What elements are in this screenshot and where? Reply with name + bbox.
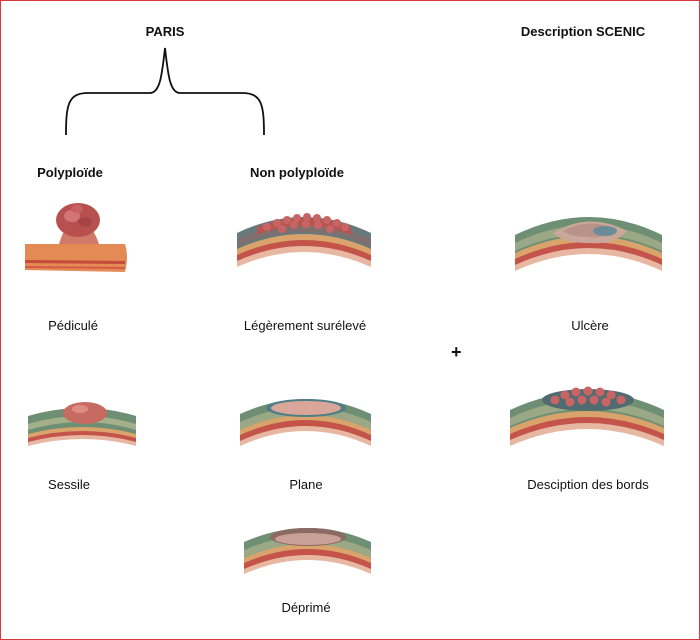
plane-illustration: [240, 399, 371, 446]
non-polyploid-heading: Non polyploïde: [250, 165, 344, 180]
deprime-illustration: [244, 528, 371, 574]
plane-label: Plane: [289, 477, 323, 492]
paris-title: PARIS: [145, 24, 185, 39]
bords-label: Desciption des bords: [527, 477, 649, 492]
bords-illustration: [510, 386, 664, 446]
polyploid-heading: Polyploïde: [37, 165, 103, 180]
pedicule-label: Pédiculé: [48, 318, 98, 333]
pedicule-illustration: [25, 203, 127, 272]
ulcere-illustration: [515, 217, 662, 271]
plus-sign: +: [451, 342, 462, 362]
ulcere-label: Ulcère: [571, 318, 609, 333]
legerement-sureleve-label: Légèrement surélevé: [243, 318, 367, 333]
legerement-sureleve-illustration: [237, 213, 371, 267]
sessile-illustration: [28, 402, 136, 446]
sessile-label: Sessile: [48, 477, 90, 492]
deprime-label: Déprimé: [281, 600, 331, 615]
scenic-title: Description SCENIC: [520, 24, 646, 39]
